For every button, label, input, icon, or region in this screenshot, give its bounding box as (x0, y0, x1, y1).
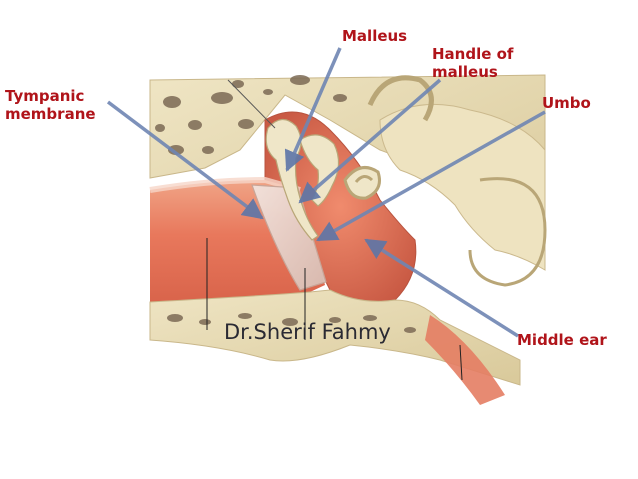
arrow-tympanic-membrane (106, 100, 264, 220)
incus-bone (299, 134, 340, 207)
label-middle-ear: Middle ear (517, 331, 607, 349)
label-handle-of-malleus: Handle of malleus (432, 45, 514, 81)
label-malleus: Malleus (342, 27, 408, 45)
label-umbo: Umbo (542, 94, 591, 112)
arrow-middle-ear (364, 238, 519, 338)
cochlea-curve (468, 177, 547, 287)
malleus-ligament (227, 79, 276, 129)
stapes-bone (343, 166, 381, 200)
arrow-handle-of-malleus (298, 78, 442, 204)
semicircular-canal (367, 75, 434, 122)
author-watermark: Dr.Sherif Fahmy (224, 320, 391, 344)
arrow-umbo (316, 110, 546, 242)
label-tympanic-membrane: Tympanic membrane (5, 87, 96, 123)
eustachian-tube (425, 315, 505, 405)
inner-ear-region (379, 103, 546, 271)
lower-bone-air-cells (167, 313, 416, 333)
pointer-arrows (106, 47, 546, 338)
bone-air-cells (155, 75, 347, 155)
arrow-malleus (284, 47, 342, 172)
malleus-bone (265, 118, 319, 241)
